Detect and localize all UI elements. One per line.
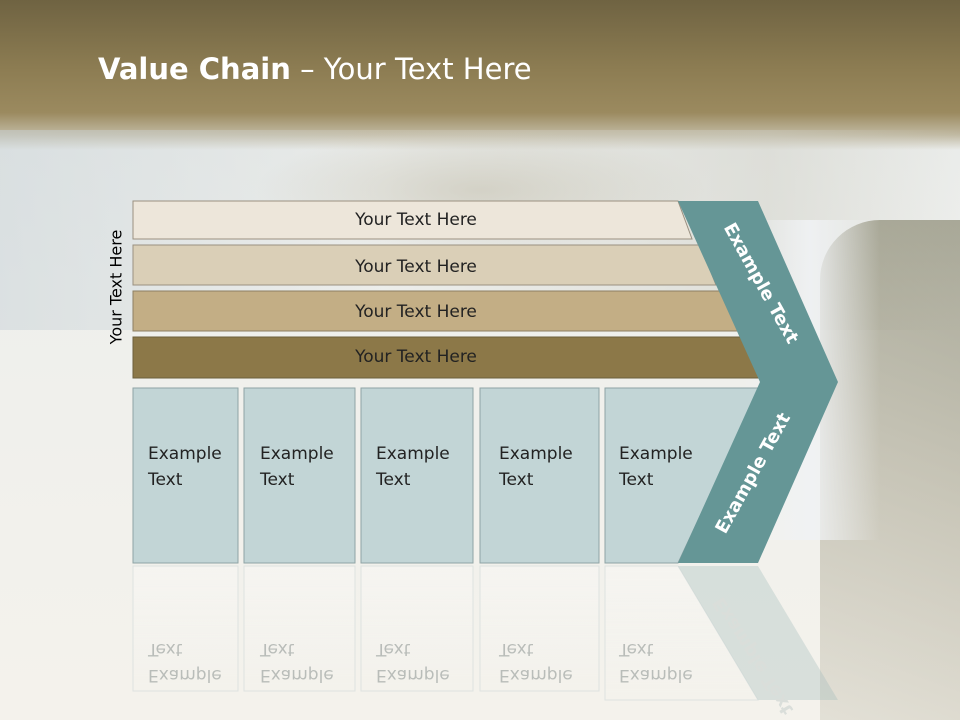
reflection-text: Text xyxy=(375,639,411,659)
box-1-line2: Text xyxy=(147,470,183,490)
reflection-text: Example xyxy=(499,665,573,685)
reflection-chevron xyxy=(678,566,838,700)
reflection-text: Example xyxy=(148,665,222,685)
header-band xyxy=(0,0,960,150)
reflection-text: Example xyxy=(376,665,450,685)
box-2-line1: Example xyxy=(260,444,334,464)
title-rest: – Your Text Here xyxy=(290,52,532,86)
bar-2-label: Your Text Here xyxy=(354,257,477,277)
reflection-box xyxy=(132,565,239,692)
bar-2 xyxy=(132,244,717,286)
reflection-text: Text xyxy=(259,639,295,659)
bar-4-label: Your Text Here xyxy=(354,347,477,367)
box-3-line1: Example xyxy=(376,444,450,464)
reflection-text: Text xyxy=(618,639,654,659)
box-3-line2: Text xyxy=(375,470,411,490)
box-1-line1: Example xyxy=(148,444,222,464)
box-2 xyxy=(243,387,356,564)
reflection-box xyxy=(360,565,474,692)
reflection-text: Example xyxy=(260,665,334,685)
bar-3-label: Your Text Here xyxy=(354,302,477,322)
bar-1-label: Your Text Here xyxy=(354,210,477,230)
box-5-line2: Text xyxy=(618,470,654,490)
box-2-line2: Text xyxy=(259,470,295,490)
reflection-text: Example xyxy=(619,665,693,685)
box-3 xyxy=(360,387,474,564)
box-4 xyxy=(479,387,600,564)
reflection-box xyxy=(604,565,759,701)
title-bold: Value Chain xyxy=(98,52,291,86)
bar-1 xyxy=(132,200,693,240)
reflection-text: Text xyxy=(147,639,183,659)
slide-title: Value Chain – Your Text Here xyxy=(98,52,532,86)
reflection-box xyxy=(243,565,356,692)
box-5-line1: Example xyxy=(619,444,693,464)
box-4-line1: Example xyxy=(499,444,573,464)
value-chevron xyxy=(678,201,838,563)
box-1 xyxy=(132,387,239,564)
box-4-line2: Text xyxy=(498,470,534,490)
reflection-text: Text xyxy=(498,639,534,659)
reflection-box xyxy=(479,565,600,692)
diagram-reflection: Example Text Example Text Example Text E… xyxy=(132,565,838,719)
